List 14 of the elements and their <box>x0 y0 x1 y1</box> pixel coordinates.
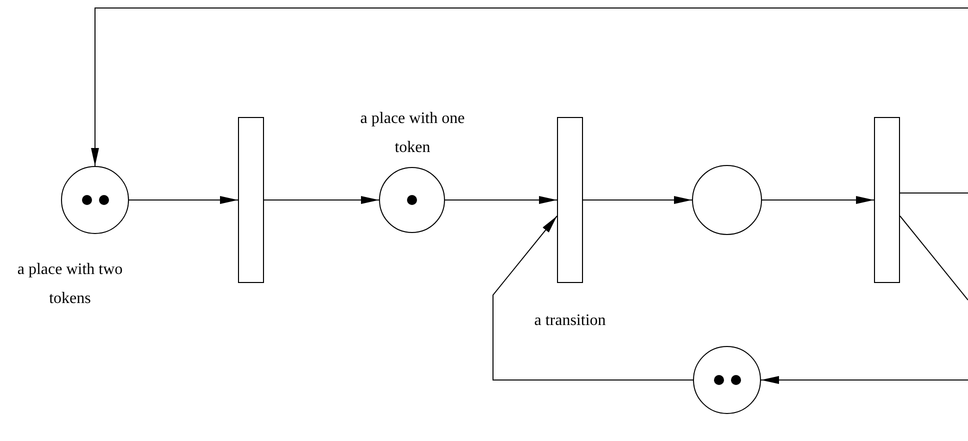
arc-arrow <box>128 196 238 204</box>
arc-arrow <box>91 8 968 166</box>
transition-bar <box>874 117 900 283</box>
transition-bar <box>238 117 264 283</box>
node-caption: a place with one token <box>359 109 466 158</box>
transition-bar <box>557 117 583 283</box>
node-caption: a transition <box>533 311 607 331</box>
arc-arrow <box>492 216 694 380</box>
arc-arrow <box>582 196 692 204</box>
node-caption: a place with two tokens <box>16 260 124 309</box>
arc-arrow <box>444 196 558 204</box>
arc-arrow <box>264 196 380 204</box>
arc-arrow <box>762 196 874 204</box>
arc-arrow <box>760 376 968 384</box>
